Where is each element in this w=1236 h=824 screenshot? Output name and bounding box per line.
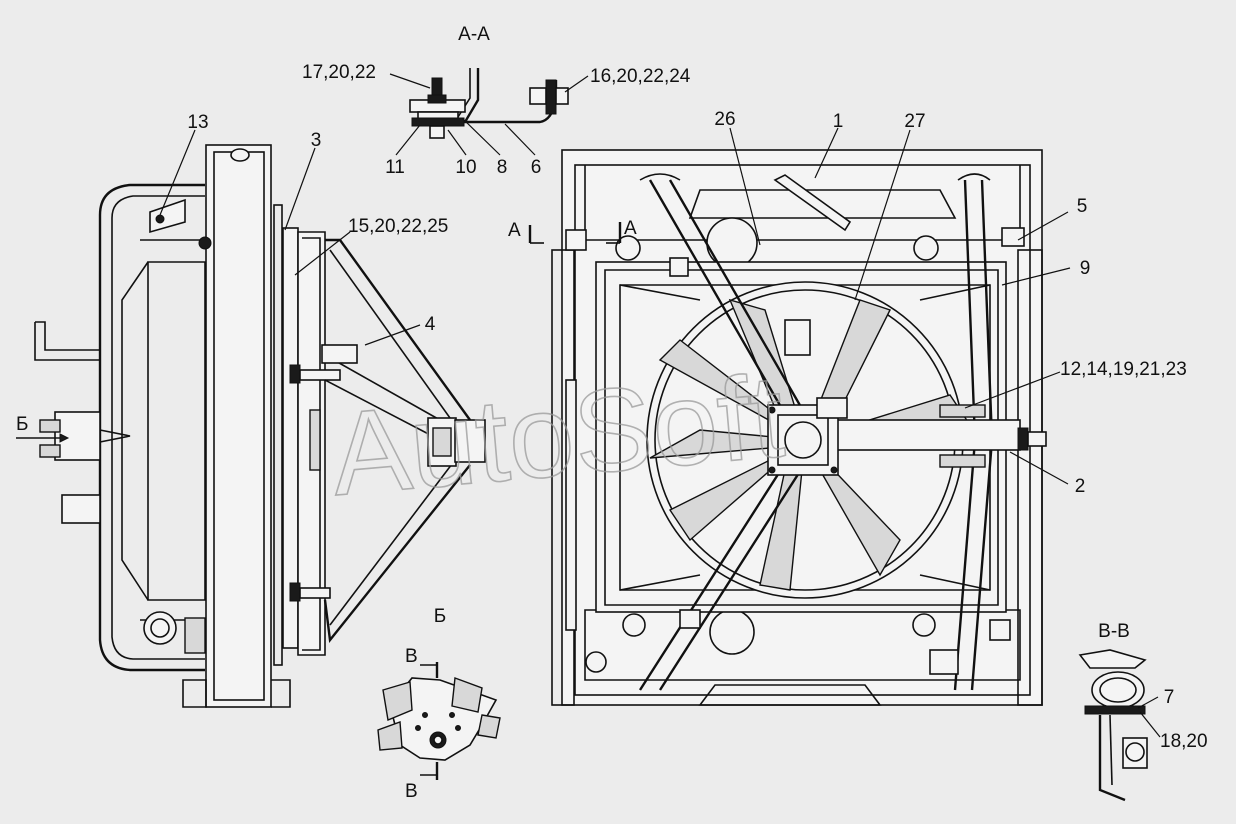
section-a-mark-left: A — [508, 220, 521, 241]
callout-13: 13 — [187, 112, 208, 133]
callout-10: 10 — [455, 157, 476, 178]
detail-vv — [1078, 649, 1148, 802]
callout-12-14-19-21-23: 12,14,19,21,23 — [1060, 359, 1187, 380]
callout-5: 5 — [1077, 196, 1088, 217]
callout-15-20-22-25: 15,20,22,25 — [348, 216, 448, 237]
callout-2: 2 — [1075, 476, 1086, 497]
labels: A-A Б В-В A A Б В В 1 2 3 4 5 6 7 8 9 10… — [16, 24, 1208, 802]
callout-16-20-22-24: 16,20,22,24 — [590, 66, 691, 87]
section-aa-detail — [409, 68, 569, 139]
callout-17-20-22: 17,20,22 — [302, 62, 376, 83]
section-vv-title: В-В — [1098, 621, 1130, 642]
section-aa-title: A-A — [458, 24, 490, 45]
callout-7: 7 — [1164, 687, 1175, 708]
callout-27: 27 — [904, 111, 925, 132]
callout-1: 1 — [833, 111, 844, 132]
section-v-mark-top: В — [405, 646, 418, 667]
callout-26: 26 — [714, 109, 735, 130]
view-b-mark: Б — [16, 414, 28, 435]
callout-8: 8 — [497, 157, 508, 178]
section-v-mark-bottom: В — [405, 781, 418, 802]
detail-b — [377, 662, 501, 780]
section-b-title: Б — [434, 606, 446, 627]
front-view — [528, 149, 1047, 706]
callout-11: 11 — [385, 157, 405, 178]
section-a-mark-right: A — [624, 218, 637, 239]
callout-4: 4 — [425, 314, 436, 335]
callout-6: 6 — [531, 157, 542, 178]
leader-lines — [159, 73, 1161, 738]
callout-18-20: 18,20 — [1160, 731, 1208, 752]
callout-3: 3 — [311, 130, 322, 151]
callout-9: 9 — [1080, 258, 1091, 279]
